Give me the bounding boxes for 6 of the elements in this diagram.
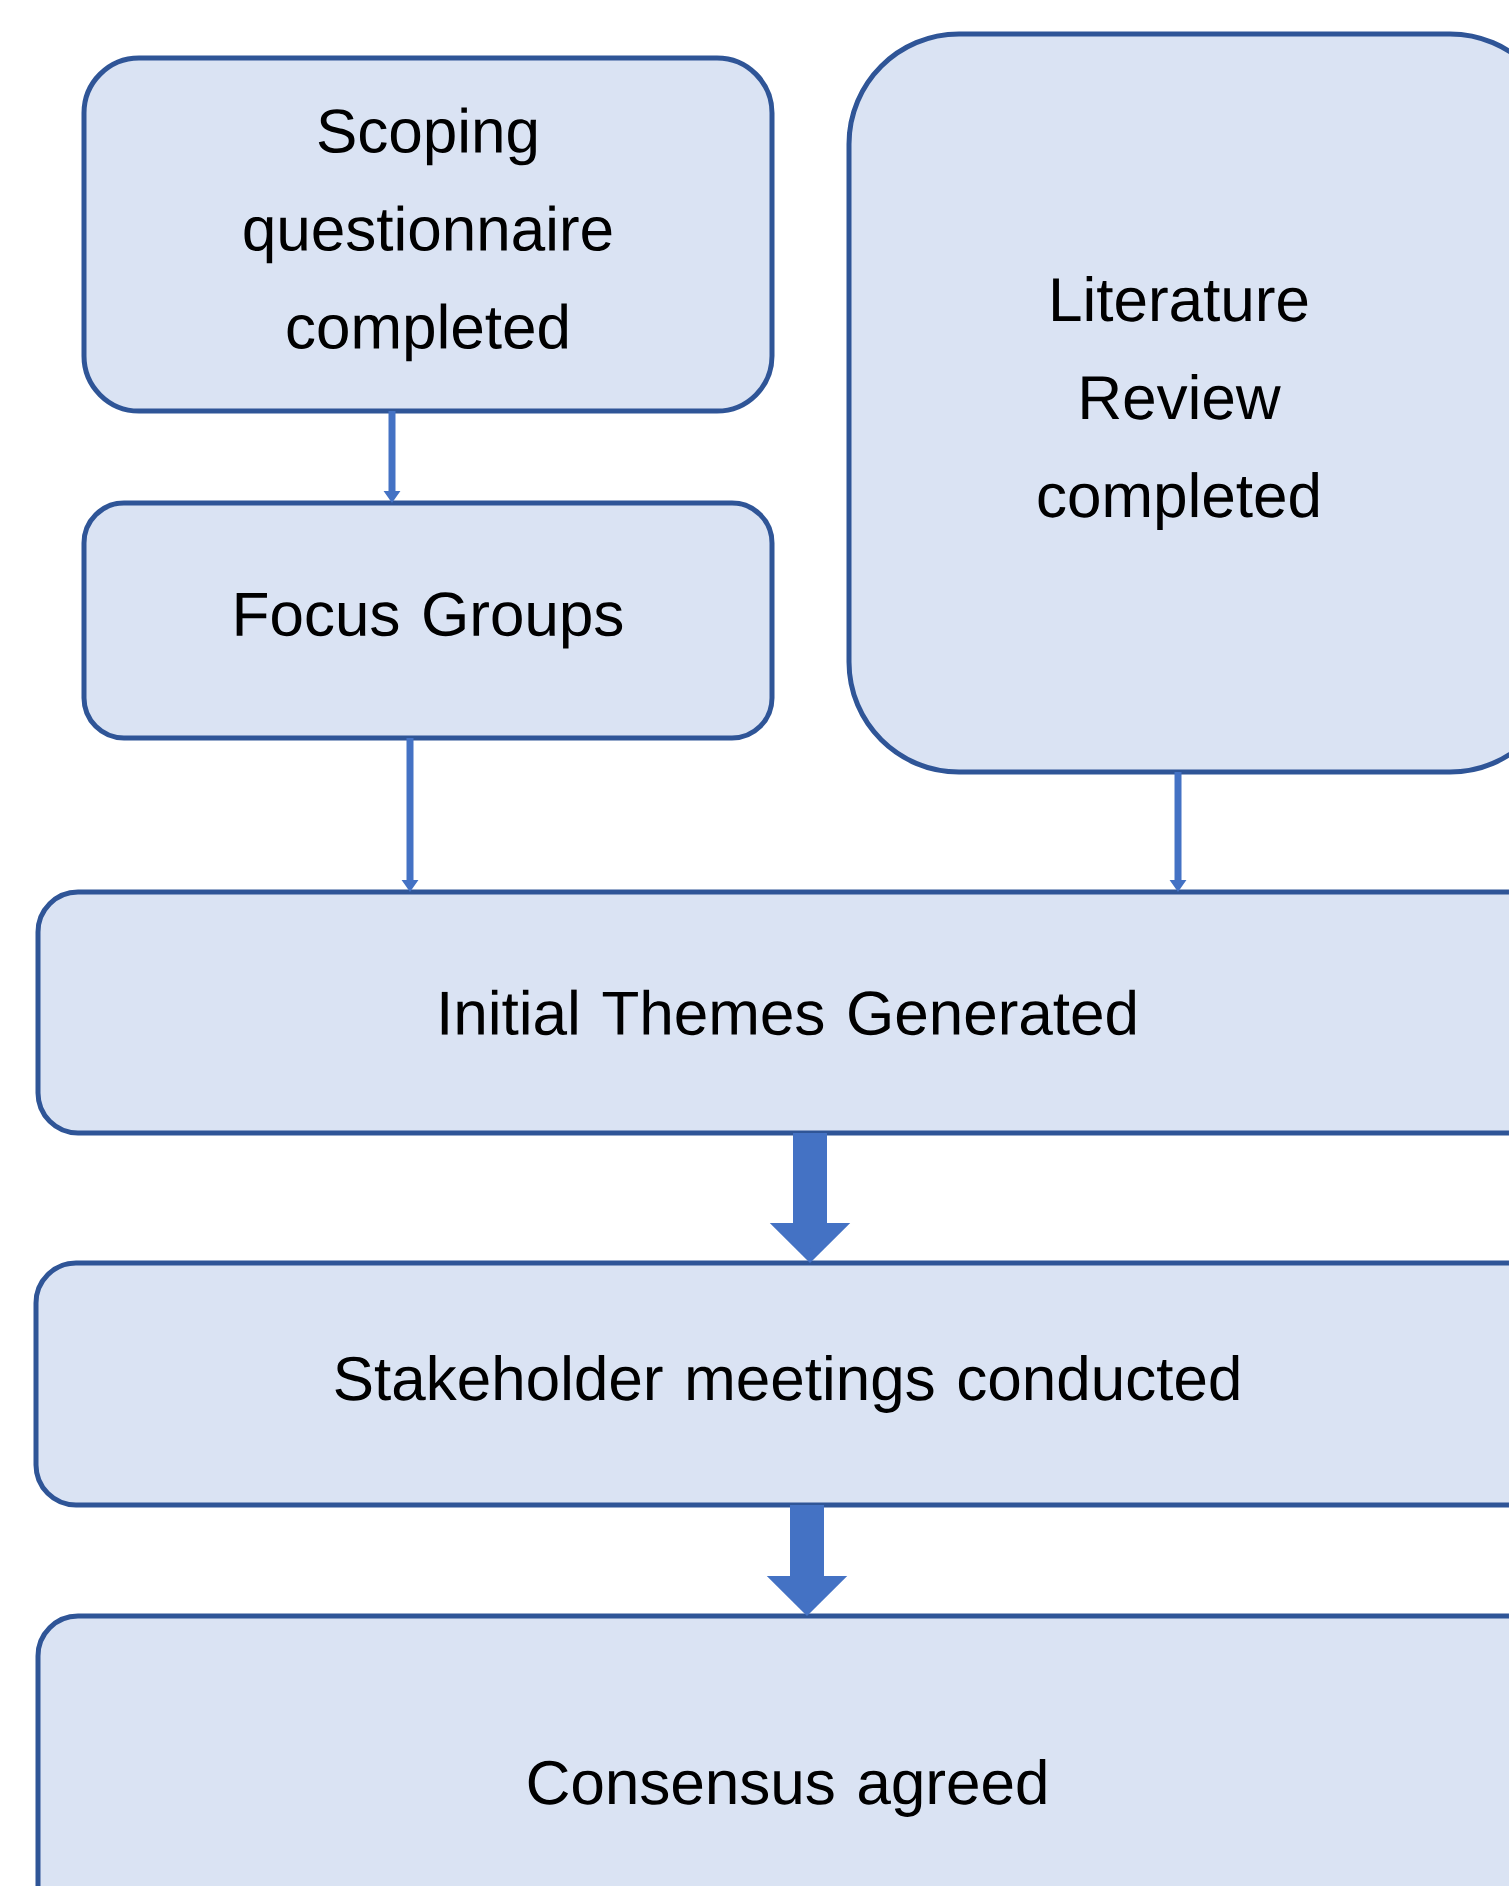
- process-box: Literature Review completed: [846, 31, 1509, 775]
- process-box: Scoping questionnaire completed: [81, 55, 775, 414]
- process-box: Focus Groups: [81, 500, 775, 741]
- process-box: Initial Themes Generated: [35, 889, 1509, 1136]
- process-box: Consensus agreed: [35, 1613, 1509, 1886]
- process-box: Stakeholder meetings conducted: [33, 1260, 1509, 1508]
